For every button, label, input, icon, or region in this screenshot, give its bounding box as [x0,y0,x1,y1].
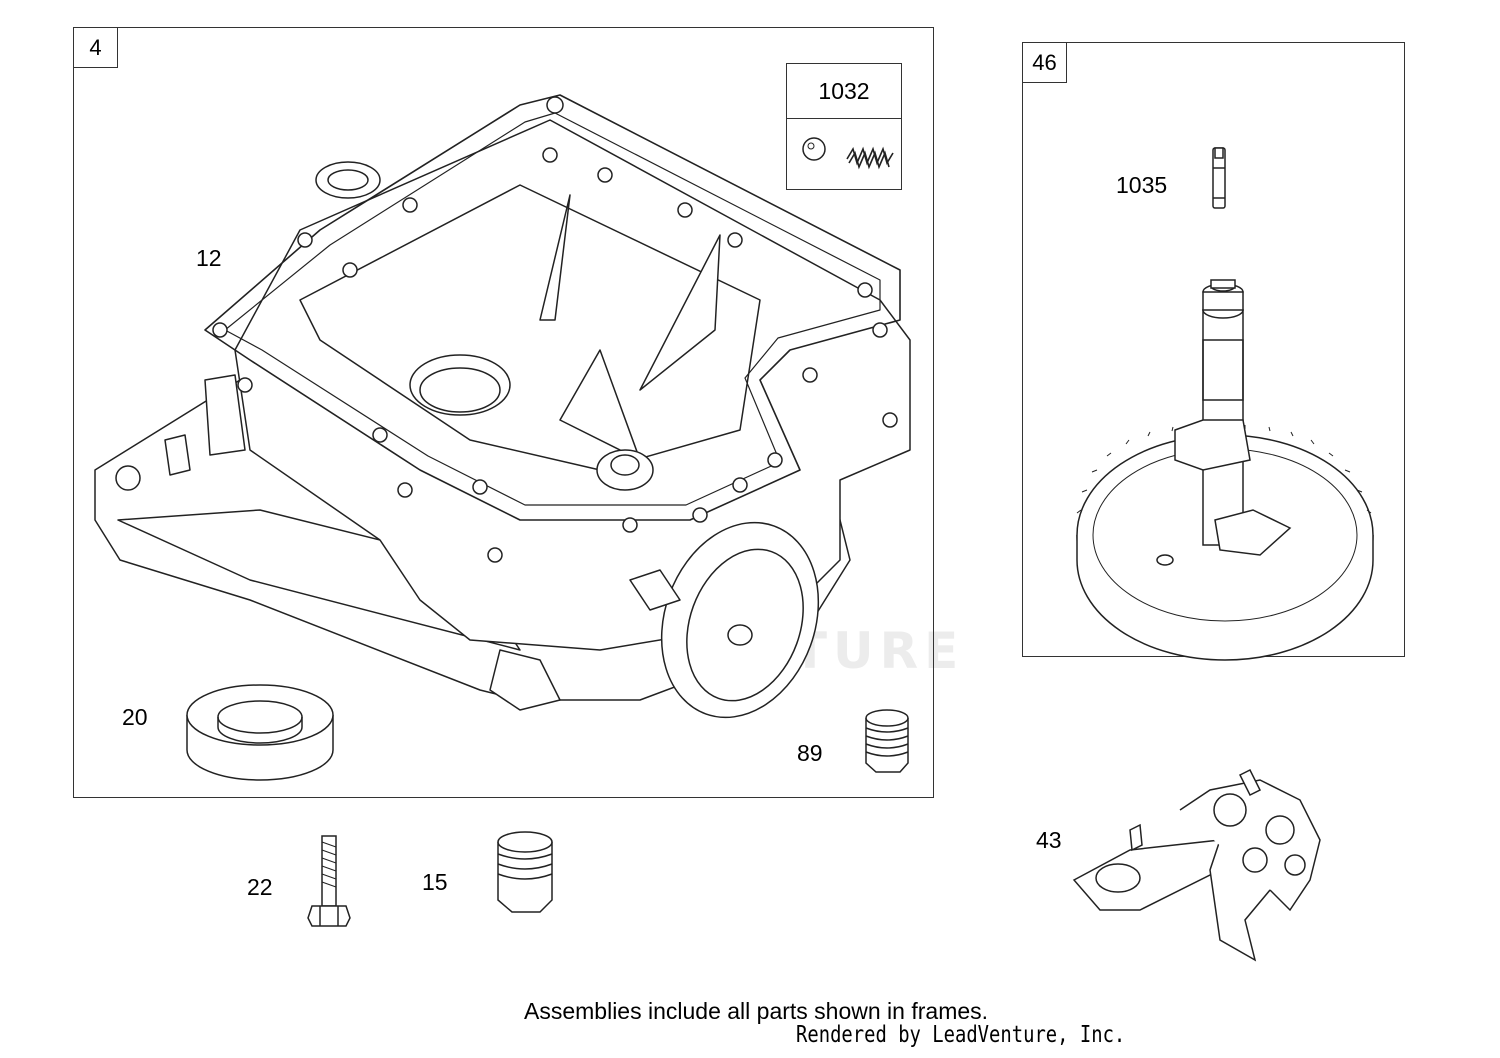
frame-sump-assembly: 4 [73,27,934,798]
callout-12: 12 [196,245,222,271]
camshaft-gear-icon [1076,279,1374,661]
plug-icon [865,709,909,773]
oil-seal-icon [186,684,334,781]
callout-43: 43 [1036,827,1062,853]
plug-icon [497,831,553,913]
pin-icon [1212,147,1226,209]
governor-bracket-icon [1072,768,1321,962]
callout-89: 89 [797,740,823,766]
frame-ref-label: 4 [74,28,118,68]
callout-20: 20 [122,704,148,730]
callout-1035: 1035 [1116,172,1168,198]
callout-22: 22 [247,874,273,900]
frame-ref-label: 1032 [787,64,901,119]
callout-15: 15 [422,869,448,895]
check-ball-and-spring-icon [802,137,894,170]
frame-ref-label: 46 [1023,43,1067,83]
frame-kit-1032: 1032 [786,63,902,190]
assembly-note: Assemblies include all parts shown in fr… [524,998,989,1024]
bolt-icon [307,835,351,927]
render-credit: Rendered by LeadVenture, Inc. [796,1022,1126,1048]
